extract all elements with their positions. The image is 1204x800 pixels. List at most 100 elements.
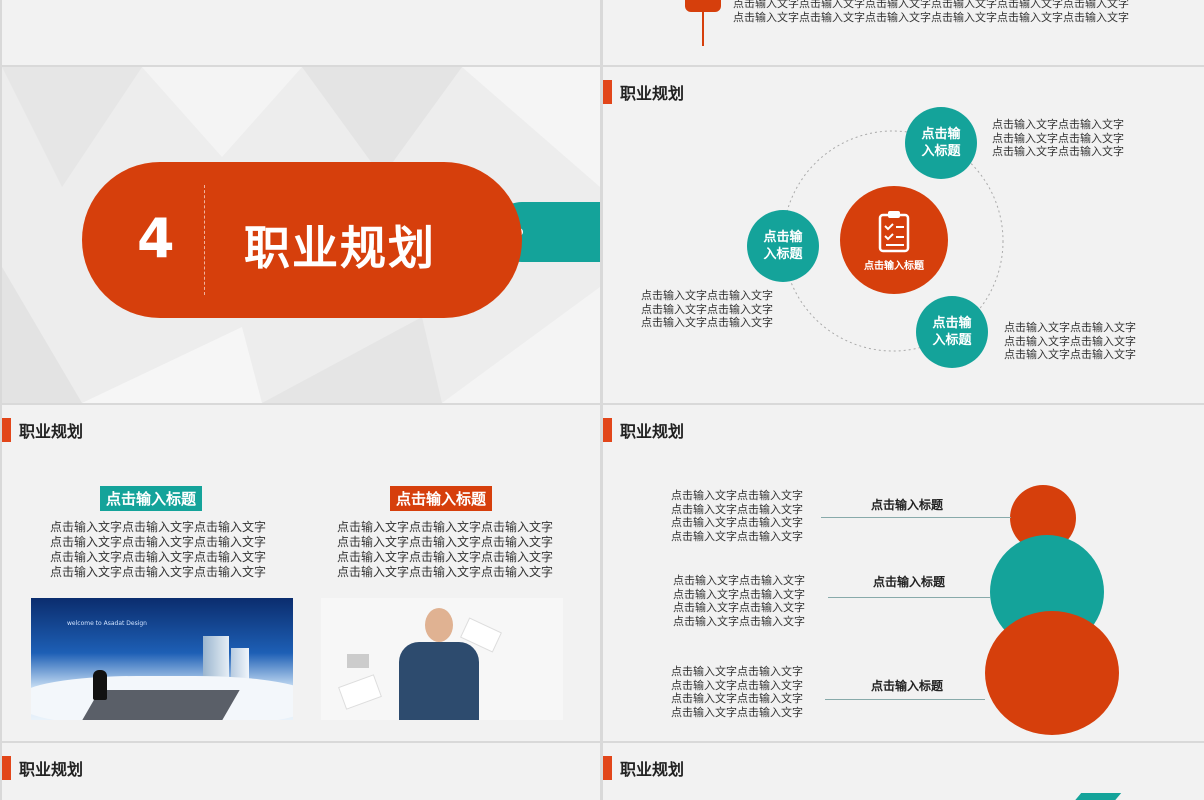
slide-title: 职业规划 [603,755,684,781]
title-accent [2,418,11,442]
stack-item: 点击输入文字点击输入文字 点击输入文字点击输入文字 点击输入文字点击输入文字 点… [603,405,1204,741]
slide-title-text: 职业规划 [620,422,685,441]
text-line: 点击输入文字点击输入文字 [673,574,805,587]
text-line: 点击输入文字点击输入文字 [673,601,805,614]
stack-connector [828,597,990,598]
stack-title: 点击输入标题 [873,575,946,589]
cycle-node-bottom: 点击输 入标题 [916,296,988,368]
text-line: 点击输入文字点击输入文字 [671,705,803,719]
title-accent [2,756,11,780]
title-accent [603,756,612,780]
cycle-node-label: 点击输 入标题 [932,316,972,348]
man-hands-image [321,598,563,720]
stack-text: 点击输入文字点击输入文字 点击输入文字点击输入文字 点击输入文字点击输入文字 点… [671,489,803,543]
image-caption: welcome to Asadat Design [67,620,147,627]
text-line: 点击输入文字点击输入文字 [671,502,803,516]
section-divider [204,185,205,295]
text-line: 点击输入文字点击输入文字 [673,587,805,601]
text-line: 点击输入文字点击输入文字 [671,678,803,692]
left-text: 点击输入文字点击输入文字点击输入文字 点击输入文字点击输入文字点击输入文字 点击… [50,520,266,580]
text-line: 点击输入文字点击输入文字 [1004,334,1136,348]
stack-title: 点击输入标题 [871,498,944,512]
text-line: 点击输入文字点击输入文字点击输入文字点击输入文字点击输入文字点击输入文字 [733,0,1129,10]
slide-title-text: 职业规划 [620,760,685,779]
slide-title-text: 职业规划 [19,760,84,779]
slide-bottom-left[interactable]: 职业规划 [2,743,600,800]
slide-title: 职业规划 [603,417,684,443]
right-title-chip: 点击输入标题 [390,486,493,511]
text-line: 点击输入文字点击输入文字 [671,516,803,529]
slide-title-text: 职业规划 [620,84,685,103]
text-line: 点击输入文字点击输入文字 [641,289,773,302]
marker-line [702,10,704,46]
text-line: 点击输入文字点击输入文字点击输入文字 [337,520,554,534]
text-line: 点击输入文字点击输入文字点击输入文字 [337,565,554,579]
text-line: 点击输入文字点击输入文字点击输入文字 [50,550,267,564]
text-line: 点击输入文字点击输入文字点击输入文字 [50,520,267,534]
text-line: 点击输入文字点击输入文字 [1004,348,1136,361]
cycle-node-label: 点击输 入标题 [763,230,803,262]
cycle-text-top: 点击输入文字点击输入文字 点击输入文字点击输入文字 点击输入文字点击输入文字 [992,118,1124,159]
cycle-text-left: 点击输入文字点击输入文字 点击输入文字点击输入文字 点击输入文字点击输入文字 [641,289,773,330]
man-head [425,608,453,642]
business-sky-image: welcome to Asadat Design [31,598,293,720]
text-block: 点击输入文字点击输入文字点击输入文字点击输入文字点击输入文字点击输入文字 点击输… [733,0,1129,24]
cycle-node-left: 点击输 入标题 [747,210,819,282]
title-accent [603,80,612,104]
stack-title: 点击输入标题 [871,679,944,693]
stack-item: 点击输入文字点击输入文字 点击输入文字点击输入文字 点击输入文字点击输入文字 点… [603,405,1204,741]
text-line: 点击输入文字点击输入文字点击输入文字 [337,550,554,564]
stack-item: 点击输入文字点击输入文字 点击输入文字点击输入文字 点击输入文字点击输入文字 点… [603,405,1204,741]
stack-connector [821,517,1011,518]
poly-background [2,67,600,403]
section-pill [82,162,522,318]
slide-top-left[interactable] [2,0,600,65]
man-shirt [399,642,479,720]
stack-text: 点击输入文字点击输入文字 点击输入文字点击输入文字 点击输入文字点击输入文字 点… [673,574,805,628]
calculator [347,654,369,668]
text-line: 点击输入文字点击输入文字 [1004,321,1136,334]
title-accent [603,418,612,442]
slide-top-right[interactable]: 点击输入文字点击输入文字点击输入文字点击输入文字点击输入文字点击输入文字 点击输… [603,0,1204,65]
text-line: 点击输入文字点击输入文字点击输入文字 [50,535,267,549]
cycle-node-label: 点击输 入标题 [921,127,961,159]
text-line: 点击输入文字点击输入文字点击输入文字 [337,535,554,549]
slide-two-column[interactable]: 职业规划 点击输入标题 点击输入标题 点击输入文字点击输入文字点击输入文字 点击… [2,405,600,741]
text-line: 点击输入文字点击输入文字 [992,118,1124,131]
text-line: 点击输入文字点击输入文字 [671,665,803,678]
slide-bottom-right[interactable]: 职业规划 [603,743,1204,800]
text-line: 点击输入文字点击输入文字 [992,145,1124,158]
slide-title: 职业规划 [2,755,83,781]
cycle-node-top: 点击输 入标题 [905,107,977,179]
teal-corner-shape [1072,793,1122,800]
left-title-chip: 点击输入标题 [100,486,203,511]
text-line: 点击输入文字点击输入文字 [671,529,803,543]
orange-marker [685,0,721,12]
text-line: 点击输入文字点击输入文字 [992,131,1124,145]
section-number: 4 [137,207,175,270]
stack-connector [825,699,985,700]
slide-section-4[interactable]: 4 职业规划 [2,67,600,403]
slide-title: 职业规划 [2,417,83,443]
text-line: 点击输入文字点击输入文字 [641,302,773,316]
section-title: 职业规划 [244,221,436,275]
text-line: 点击输入文字点击输入文字点击输入文字点击输入文字点击输入文字点击输入文字 [733,10,1129,24]
cycle-text-bottom: 点击输入文字点击输入文字 点击输入文字点击输入文字 点击输入文字点击输入文字 [1004,321,1136,362]
hand-paper [338,674,382,710]
stack-circle-large [985,611,1119,735]
slide-stacked-circles[interactable]: 职业规划 点击输入文字点击输入文字 点击输入文字点击输入文字 点击输入文字点击输… [603,405,1204,741]
slide-cycle[interactable]: 职业规划 点击输入标题 点击输 入标题 点击输 入标题 点击输 入标题 点击输入… [603,67,1204,403]
slide-title: 职业规划 [603,79,684,105]
cycle-center: 点击输入标题 [840,186,948,294]
runner-figure [93,670,107,700]
slide-title-text: 职业规划 [19,422,84,441]
text-line: 点击输入文字点击输入文字 [641,316,773,329]
clipboard-checklist-icon [878,210,910,252]
text-line: 点击输入文字点击输入文字 [671,489,803,502]
text-line: 点击输入文字点击输入文字点击输入文字 [50,565,267,579]
stack-text: 点击输入文字点击输入文字 点击输入文字点击输入文字 点击输入文字点击输入文字 点… [671,665,803,719]
right-text: 点击输入文字点击输入文字点击输入文字 点击输入文字点击输入文字点击输入文字 点击… [337,520,553,580]
cycle-center-label: 点击输入标题 [864,260,924,272]
text-line: 点击输入文字点击输入文字 [671,692,803,705]
text-line: 点击输入文字点击输入文字 [673,614,805,628]
